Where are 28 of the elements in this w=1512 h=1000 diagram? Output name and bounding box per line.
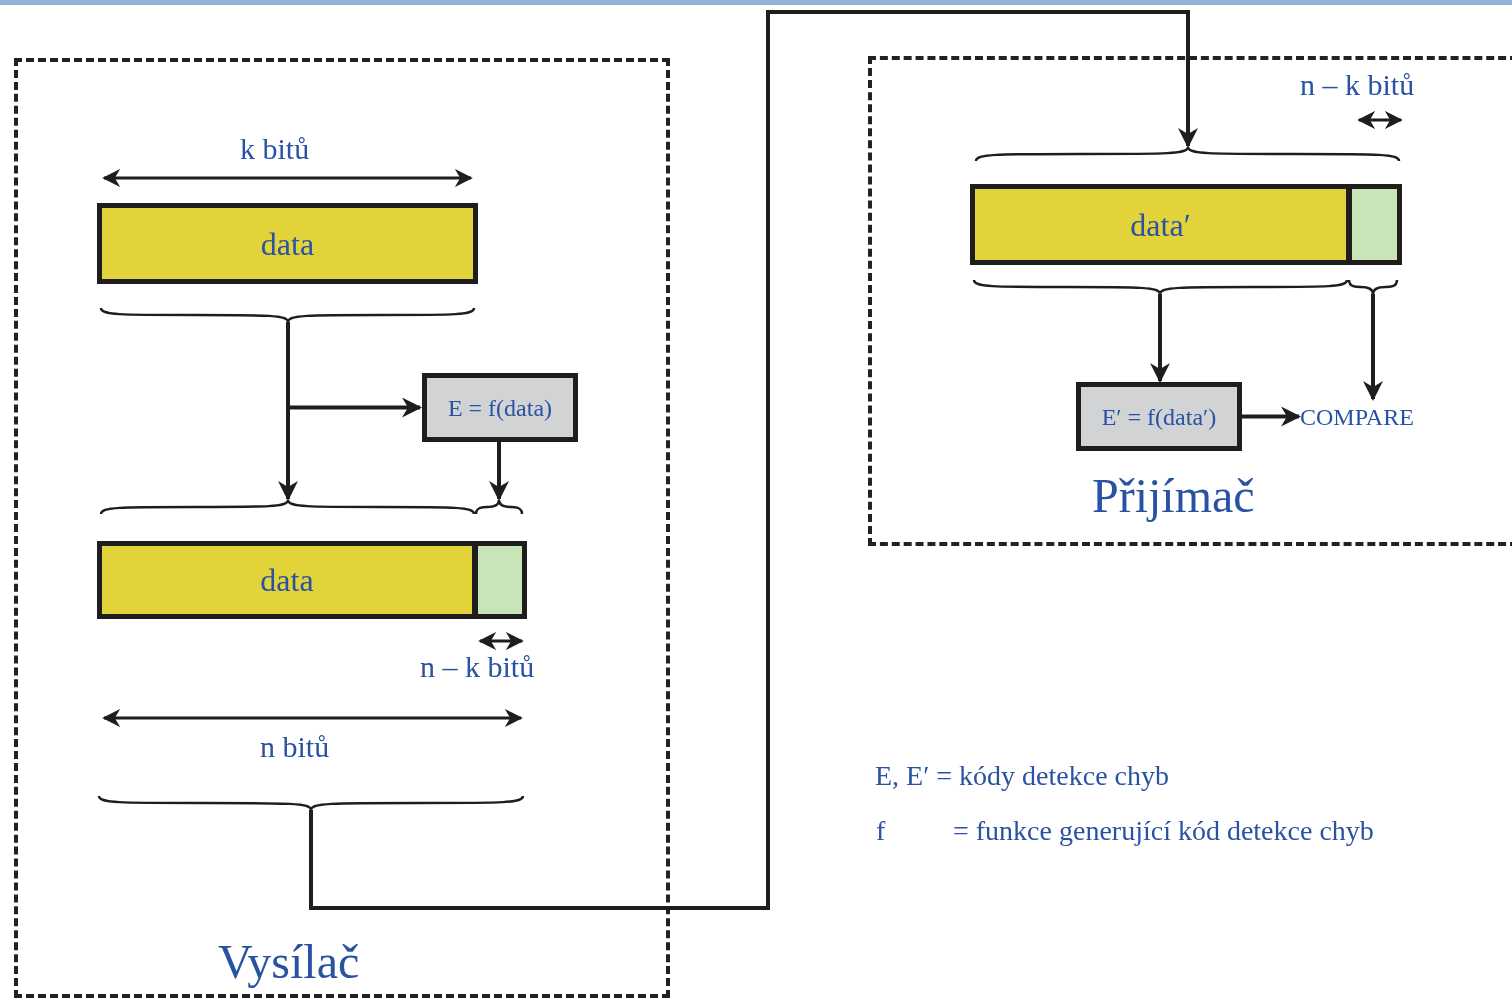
legend-note: = funkce generující kód detekce chyb	[953, 817, 1374, 845]
function-box: E = f(data)	[422, 373, 578, 442]
dimension-label: k bitů	[240, 134, 310, 164]
curly-brace	[975, 147, 1400, 163]
arrow	[286, 322, 422, 418]
curly-brace	[100, 500, 475, 516]
legend-symbol: f	[876, 817, 886, 845]
arrow	[489, 442, 509, 501]
dimension-label: n – k bitů	[420, 652, 535, 682]
dashed-group-box	[868, 56, 1512, 546]
function-box: E′ = f(data′)	[1076, 382, 1242, 451]
arrow	[1150, 294, 1170, 383]
arrow	[309, 10, 1198, 910]
data-bar: data	[97, 203, 478, 284]
dashed-group-box	[14, 58, 670, 998]
arrow	[1242, 406, 1301, 427]
dimension-label: n – k bitů	[1300, 70, 1415, 100]
legend-note: E, E′ = kódy detekce chyb	[875, 762, 1170, 790]
curly-brace	[973, 278, 1348, 294]
arrow	[1363, 294, 1383, 401]
compare-label: COMPARE	[1300, 400, 1438, 434]
curly-brace	[1348, 278, 1398, 294]
group-title: Přijímač	[1092, 472, 1255, 520]
group-title: Vysílač	[218, 938, 360, 986]
curly-brace	[475, 500, 523, 516]
curly-brace	[100, 306, 475, 322]
dimension-label: n bitů	[260, 732, 330, 762]
curly-brace	[98, 794, 524, 810]
